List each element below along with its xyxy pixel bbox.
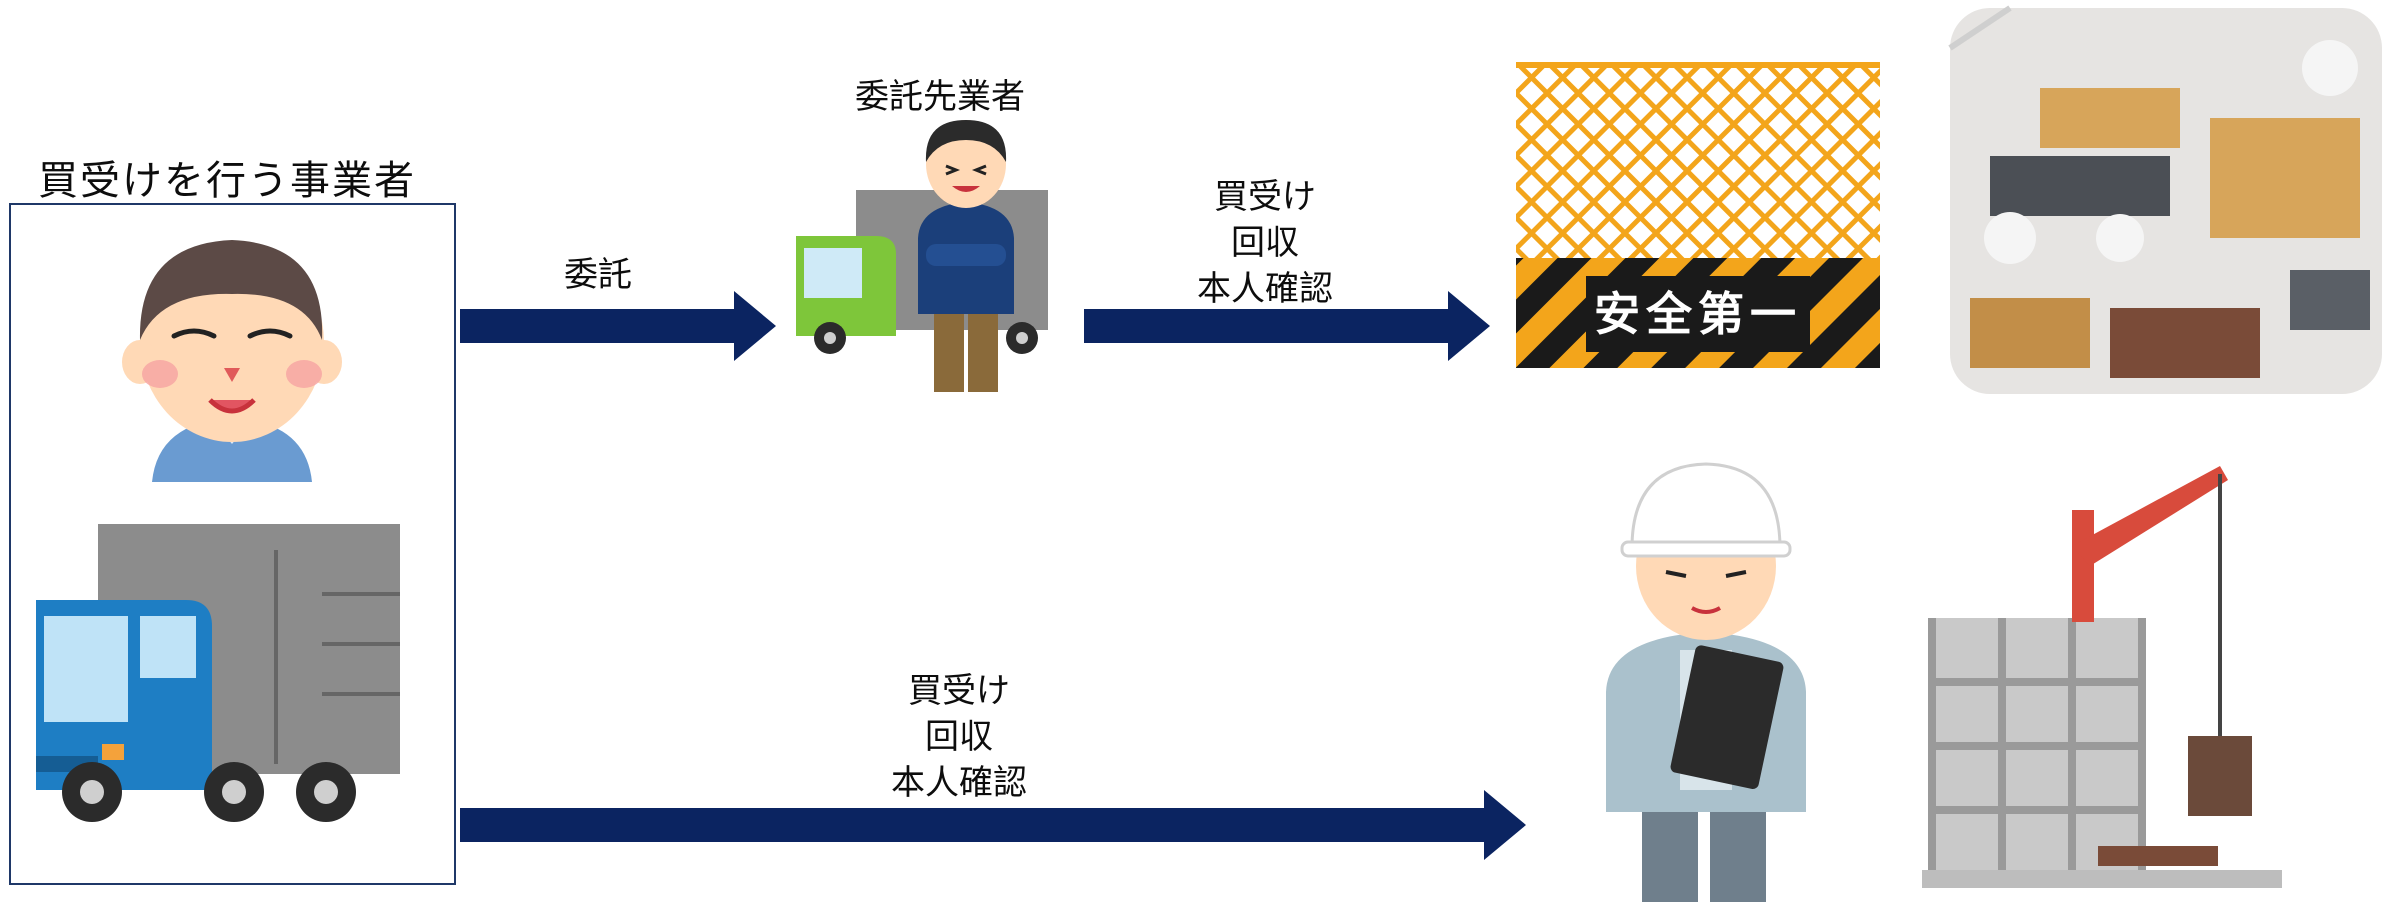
direct-label: 買受け 回収 本人確認 — [854, 668, 1064, 806]
contractor-person-illustration — [918, 120, 1014, 392]
blue-truck-illustration — [36, 524, 400, 822]
buyer-title: 買受けを行う事業者 — [38, 158, 416, 204]
buyer-person-illustration — [122, 240, 342, 482]
buyer-box — [9, 203, 456, 885]
safety-sign-text: 安全第一 — [1594, 287, 1802, 341]
direct-label-line-2: 回収 — [925, 717, 993, 757]
direct-arrow — [460, 790, 1526, 860]
safety-fence-illustration: 安全第一 — [1516, 62, 1880, 368]
to-site-arrow — [1084, 291, 1490, 361]
entrust-arrow — [460, 291, 776, 361]
construction-building-illustration — [1922, 466, 2282, 888]
to-site-label-line-2: 回収 — [1231, 223, 1299, 263]
to-site-label-line-1: 買受け — [1214, 177, 1316, 217]
contractor-label: 委託先業者 — [855, 77, 1025, 117]
to-site-label-line-3: 本人確認 — [1197, 269, 1333, 309]
construction-materials-illustration — [1948, 5, 2382, 394]
direct-label-line-1: 買受け — [908, 671, 1010, 711]
direct-label-line-3: 本人確認 — [891, 763, 1027, 803]
to-site-label: 買受け 回収 本人確認 — [1160, 174, 1370, 312]
entrust-label: 委託 — [564, 255, 632, 295]
site-inspector-illustration — [1606, 462, 1806, 902]
